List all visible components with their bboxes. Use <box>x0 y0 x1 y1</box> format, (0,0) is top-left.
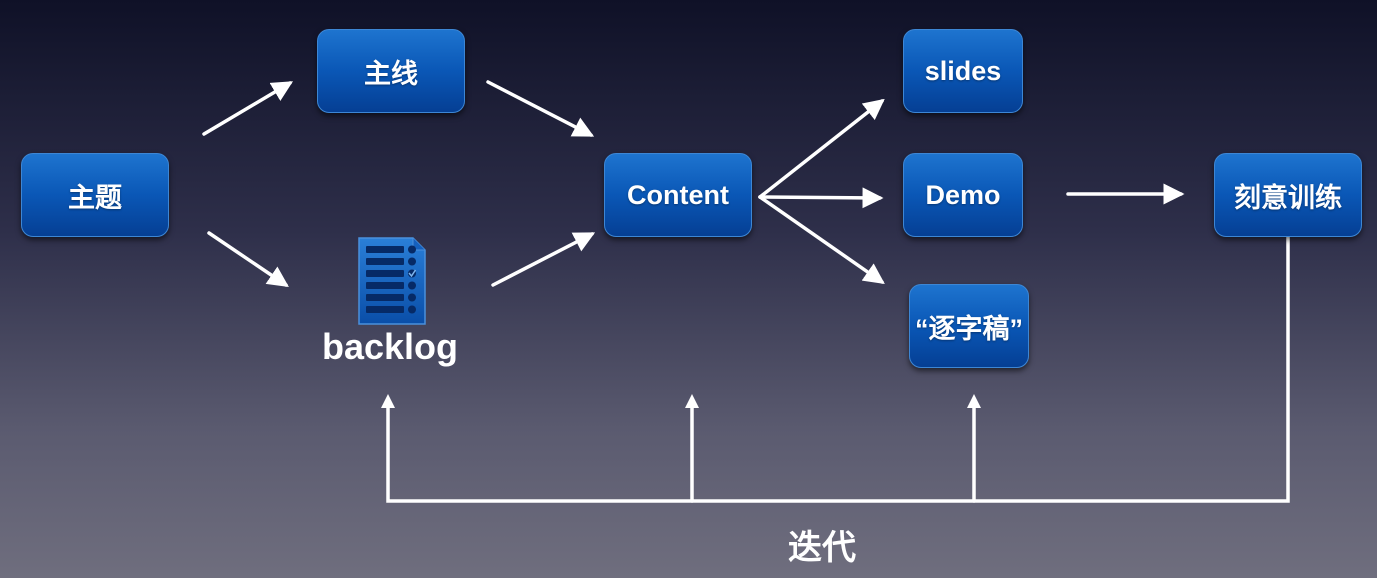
iterate-label: 迭代 <box>788 529 856 567</box>
node-demo: Demo <box>903 153 1023 237</box>
document-list-icon <box>358 237 426 325</box>
node-zhuzi: “逐字稿” <box>909 284 1029 368</box>
arrow-content-to-zhuzi <box>758 195 885 285</box>
arrow-content-to-demo <box>758 187 884 209</box>
node-zhuti: 主题 <box>21 153 169 237</box>
loop-arrowhead-zhuzi <box>967 394 981 408</box>
arrow-content-to-slides <box>758 98 885 199</box>
loop-arrowhead-backlog <box>381 394 395 408</box>
backlog-label: backlog <box>321 326 459 367</box>
node-slides: slides <box>903 29 1023 113</box>
node-content: Content <box>604 153 752 237</box>
arrow-backlog-to-content <box>491 232 596 287</box>
loop-line <box>386 235 1290 503</box>
arrow-zhuti-to-backlog <box>207 231 289 287</box>
arrow-zhuxian-to-content <box>486 80 595 137</box>
loop-arrowhead-content <box>685 394 699 408</box>
arrow-zhuti-to-zhuxian <box>202 81 294 136</box>
node-zhuxian: 主线 <box>317 29 465 113</box>
node-xunlian: 刻意训练 <box>1214 153 1362 237</box>
